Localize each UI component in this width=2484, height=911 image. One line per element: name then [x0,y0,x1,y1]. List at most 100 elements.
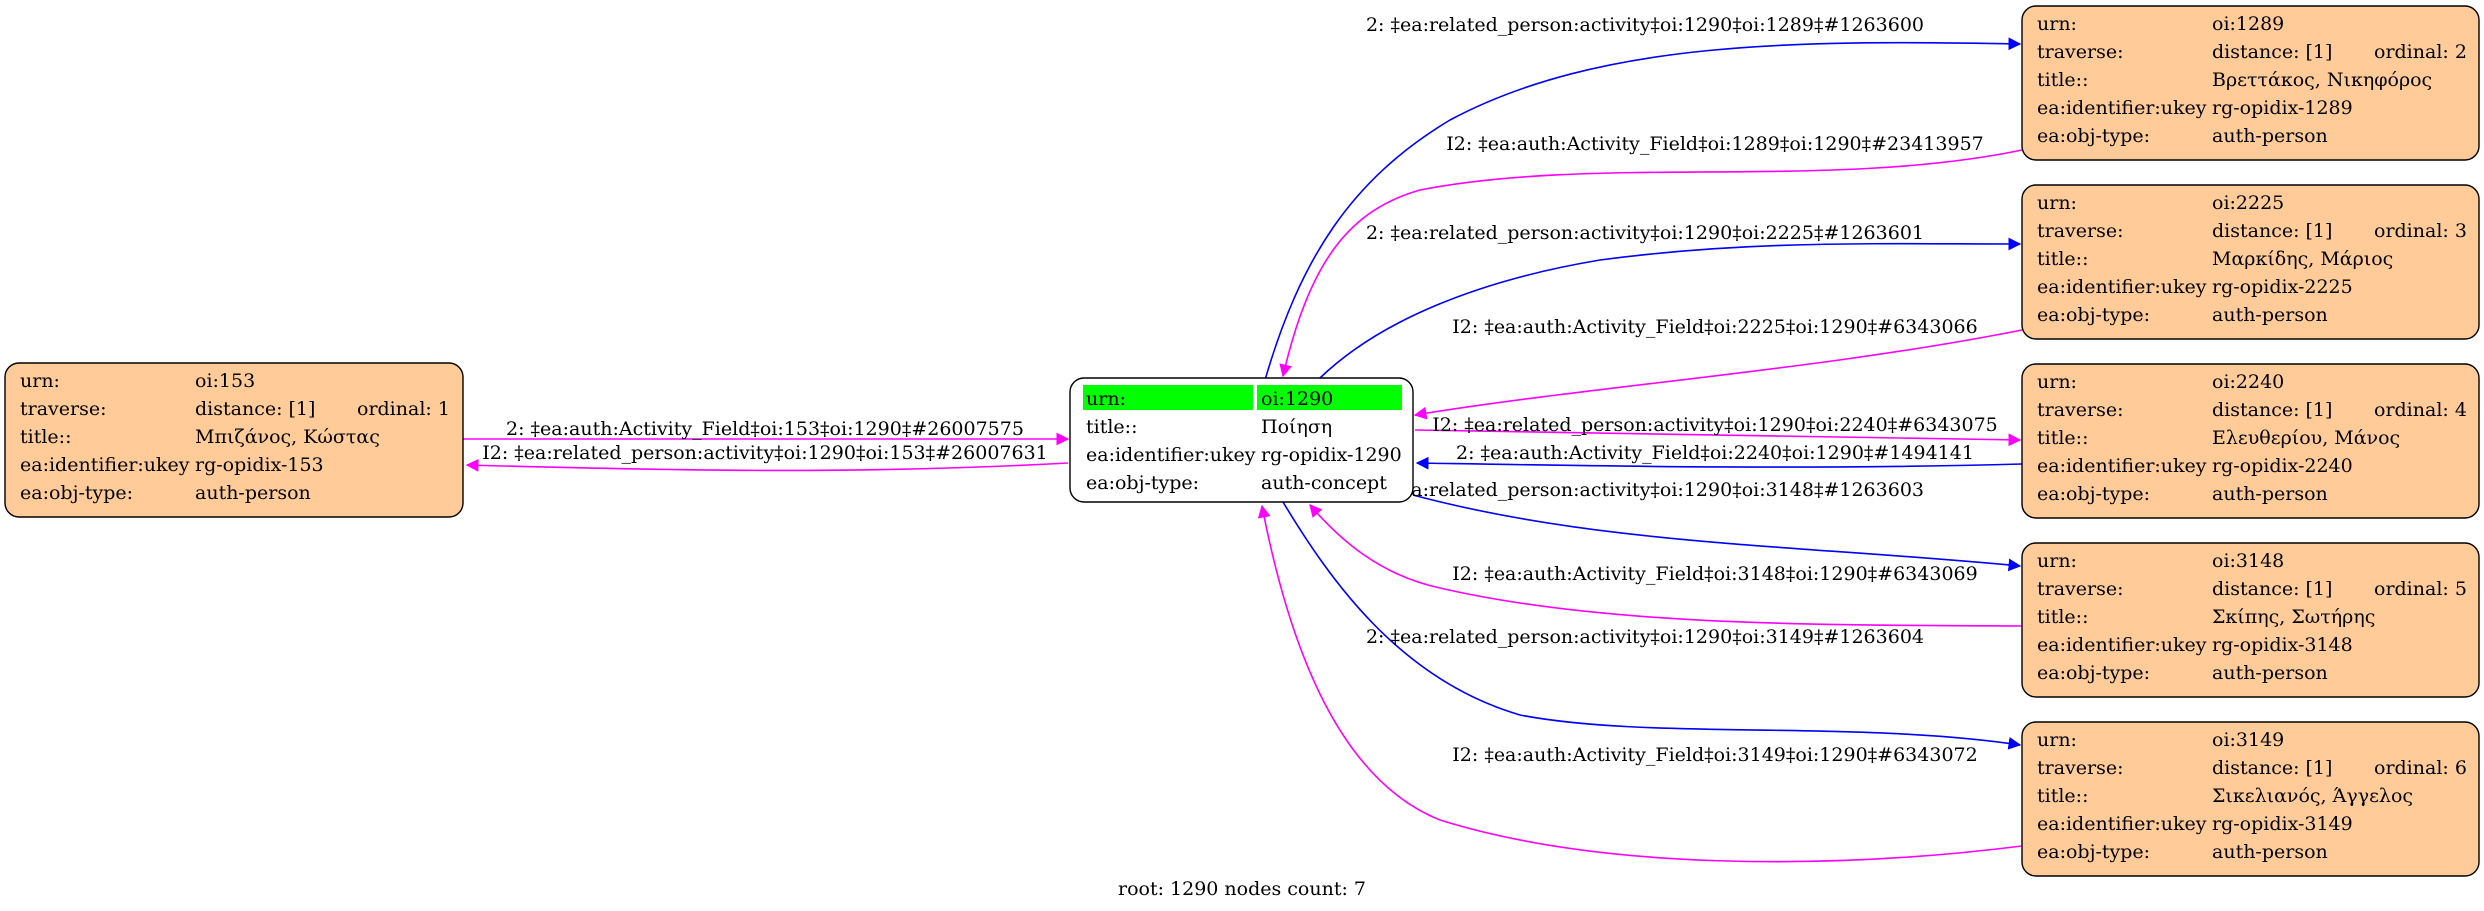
edge-line [1279,149,2023,378]
edge-line [1412,494,2022,572]
root-row-key: ea:identifier:ukey [1086,444,1256,466]
node-row-key: title:: [2037,69,2088,91]
node-row-value: distance: [1] [2212,757,2332,779]
node-row-value: oi:2240 [2212,371,2284,393]
graph-caption: root: 1290 nodes count: 7 [1118,878,1366,900]
node-row-value: auth-person [2212,483,2328,505]
edge-label: I2: ‡ea:auth:Activity_Field‡oi:3149‡oi:1… [1452,744,1977,766]
node-n3149[interactable]: urn: oi:3149 traverse: distance: [1] ordinal… [2021,721,2480,877]
node-row-key: ea:obj-type: [2037,125,2150,147]
edge-line [1319,237,2022,379]
node-row-value: distance: [1] [2212,399,2332,421]
node-row-ordinal: ordinal: 4 [2374,399,2467,421]
edge-label: 2: ‡ea:related_person:activity‡oi:1290‡o… [1366,479,1924,501]
node-row-value: auth-person [195,482,311,504]
node-row-ordinal: ordinal: 2 [2374,41,2467,63]
node-box [2021,184,2480,340]
node-row-value: rg-opidix-153 [195,454,324,476]
root-key-highlight [1083,385,1253,410]
node-row-key: urn: [2037,550,2077,572]
node-box [2021,721,2480,877]
node-row-key: ea:identifier:ukey [2037,634,2207,656]
node-row-key: ea:identifier:ukey [2037,455,2207,477]
node-row-ordinal: ordinal: 6 [2374,757,2467,779]
edge-e2240-inv: I2: ‡ea:related_person:activity‡oi:1290‡… [1414,414,2022,447]
edge-line [1413,329,2023,420]
node-row-value: oi:153 [195,370,255,392]
edge-line [1282,501,2022,750]
edge-e2225-inv: I2: ‡ea:auth:Activity_Field‡oi:2225‡oi:1… [1413,316,2023,420]
node-row-value: distance: [1] [2212,41,2332,63]
node-row-value: rg-opidix-1289 [2212,97,2353,119]
node-row-key: traverse: [2037,41,2124,63]
node-row-key: ea:identifier:ukey [2037,276,2207,298]
edge-e2240-fwd: 2: ‡ea:auth:Activity_Field‡oi:2240‡oi:12… [1415,442,2023,470]
node-box [2021,542,2480,698]
node-row-key: ea:identifier:ukey [20,454,190,476]
node-n3148[interactable]: urn: oi:3148 traverse: distance: [1] ordinal… [2021,542,2480,698]
root-row-key: ea:obj-type: [1086,472,1199,494]
node-row-value: rg-opidix-2240 [2212,455,2353,477]
edge-line [1414,429,2022,447]
node-row-key: title:: [20,426,71,448]
node-row-key: traverse: [20,398,107,420]
root-row-key: urn: [1086,388,1126,410]
node-row-key: traverse: [2037,578,2124,600]
node-row-value: distance: [1] [195,398,315,420]
node-row-key: title:: [2037,427,2088,449]
edge-label: I2: ‡ea:auth:Activity_Field‡oi:1289‡oi:1… [1446,133,1984,155]
node-row-value: oi:3149 [2212,729,2284,751]
root-row-value: Ποίηση [1261,416,1332,438]
edge-line [1309,504,2023,627]
edge-e3149-inv: I2: ‡ea:auth:Activity_Field‡oi:3149‡oi:1… [1257,504,2023,863]
edge-line [1415,456,2023,470]
edge-line [1257,504,2023,863]
edge-label: 2: ‡ea:related_person:activity‡oi:1290‡o… [1366,222,1924,244]
root-row-key: title:: [1086,416,1137,438]
node-row-value: oi:1289 [2212,13,2284,35]
node-row-value: distance: [1] [2212,578,2332,600]
node-row-value: rg-opidix-2225 [2212,276,2353,298]
node-row-key: ea:identifier:ukey [2037,813,2207,835]
edge-label: I2: ‡ea:auth:Activity_Field‡oi:3148‡oi:1… [1452,563,1977,585]
node-row-key: urn: [2037,729,2077,751]
edge-line [1264,37,2022,381]
edge-e1289-inv: I2: ‡ea:auth:Activity_Field‡oi:1289‡oi:1… [1279,133,2023,378]
node-row-value: oi:3148 [2212,550,2284,572]
edge-e1289-fwd: 2: ‡ea:related_person:activity‡oi:1290‡o… [1264,14,2022,381]
node-row-value: rg-opidix-3149 [2212,813,2353,835]
node-row-key: ea:obj-type: [2037,662,2150,684]
node-row-value: rg-opidix-3148 [2212,634,2353,656]
edge-label: I2: ‡ea:auth:Activity_Field‡oi:2225‡oi:1… [1452,316,1977,338]
node-row-key: ea:obj-type: [2037,483,2150,505]
node-row-value: Ελευθερίου, Μάνος [2212,427,2400,449]
node-row-key: traverse: [2037,757,2124,779]
node-row-ordinal: ordinal: 5 [2374,578,2467,600]
node-row-key: ea:obj-type: [2037,841,2150,863]
node-row-value: distance: [1] [2212,220,2332,242]
edge-label: 2: ‡ea:related_person:activity‡oi:1290‡o… [1366,14,1924,36]
edge-label: I2: ‡ea:related_person:activity‡oi:1290‡… [1432,414,1998,436]
edge-label: 2: ‡ea:auth:Activity_Field‡oi:153‡oi:129… [506,418,1024,440]
node-box [2021,363,2480,519]
edge-line [465,458,1069,472]
node-row-key: traverse: [2037,220,2124,242]
root-row-value: oi:1290 [1261,388,1333,410]
node-row-key: ea:identifier:ukey [2037,97,2207,119]
node-row-value: Μπιζάνος, Κώστας [195,426,380,448]
edge-e153-inv: I2: ‡ea:related_person:activity‡oi:1290‡… [465,442,1069,472]
node-row-value: Σκίπης, Σωτήρης [2212,606,2375,628]
node-row-value: Βρεττάκος, Νικηφόρος [2212,69,2432,91]
root-value-highlight [1257,385,1402,410]
edge-label: 2: ‡ea:related_person:activity‡oi:1290‡o… [1366,626,1924,648]
root-node[interactable]: urn: oi:1290title::Ποίησηea:identifier:uk… [1069,377,1414,503]
edge-label: 2: ‡ea:auth:Activity_Field‡oi:2240‡oi:12… [1456,442,1974,464]
node-row-value: auth-person [2212,841,2328,863]
node-box [4,362,464,518]
node-row-value: Μαρκίδης, Μάριος [2212,248,2393,270]
